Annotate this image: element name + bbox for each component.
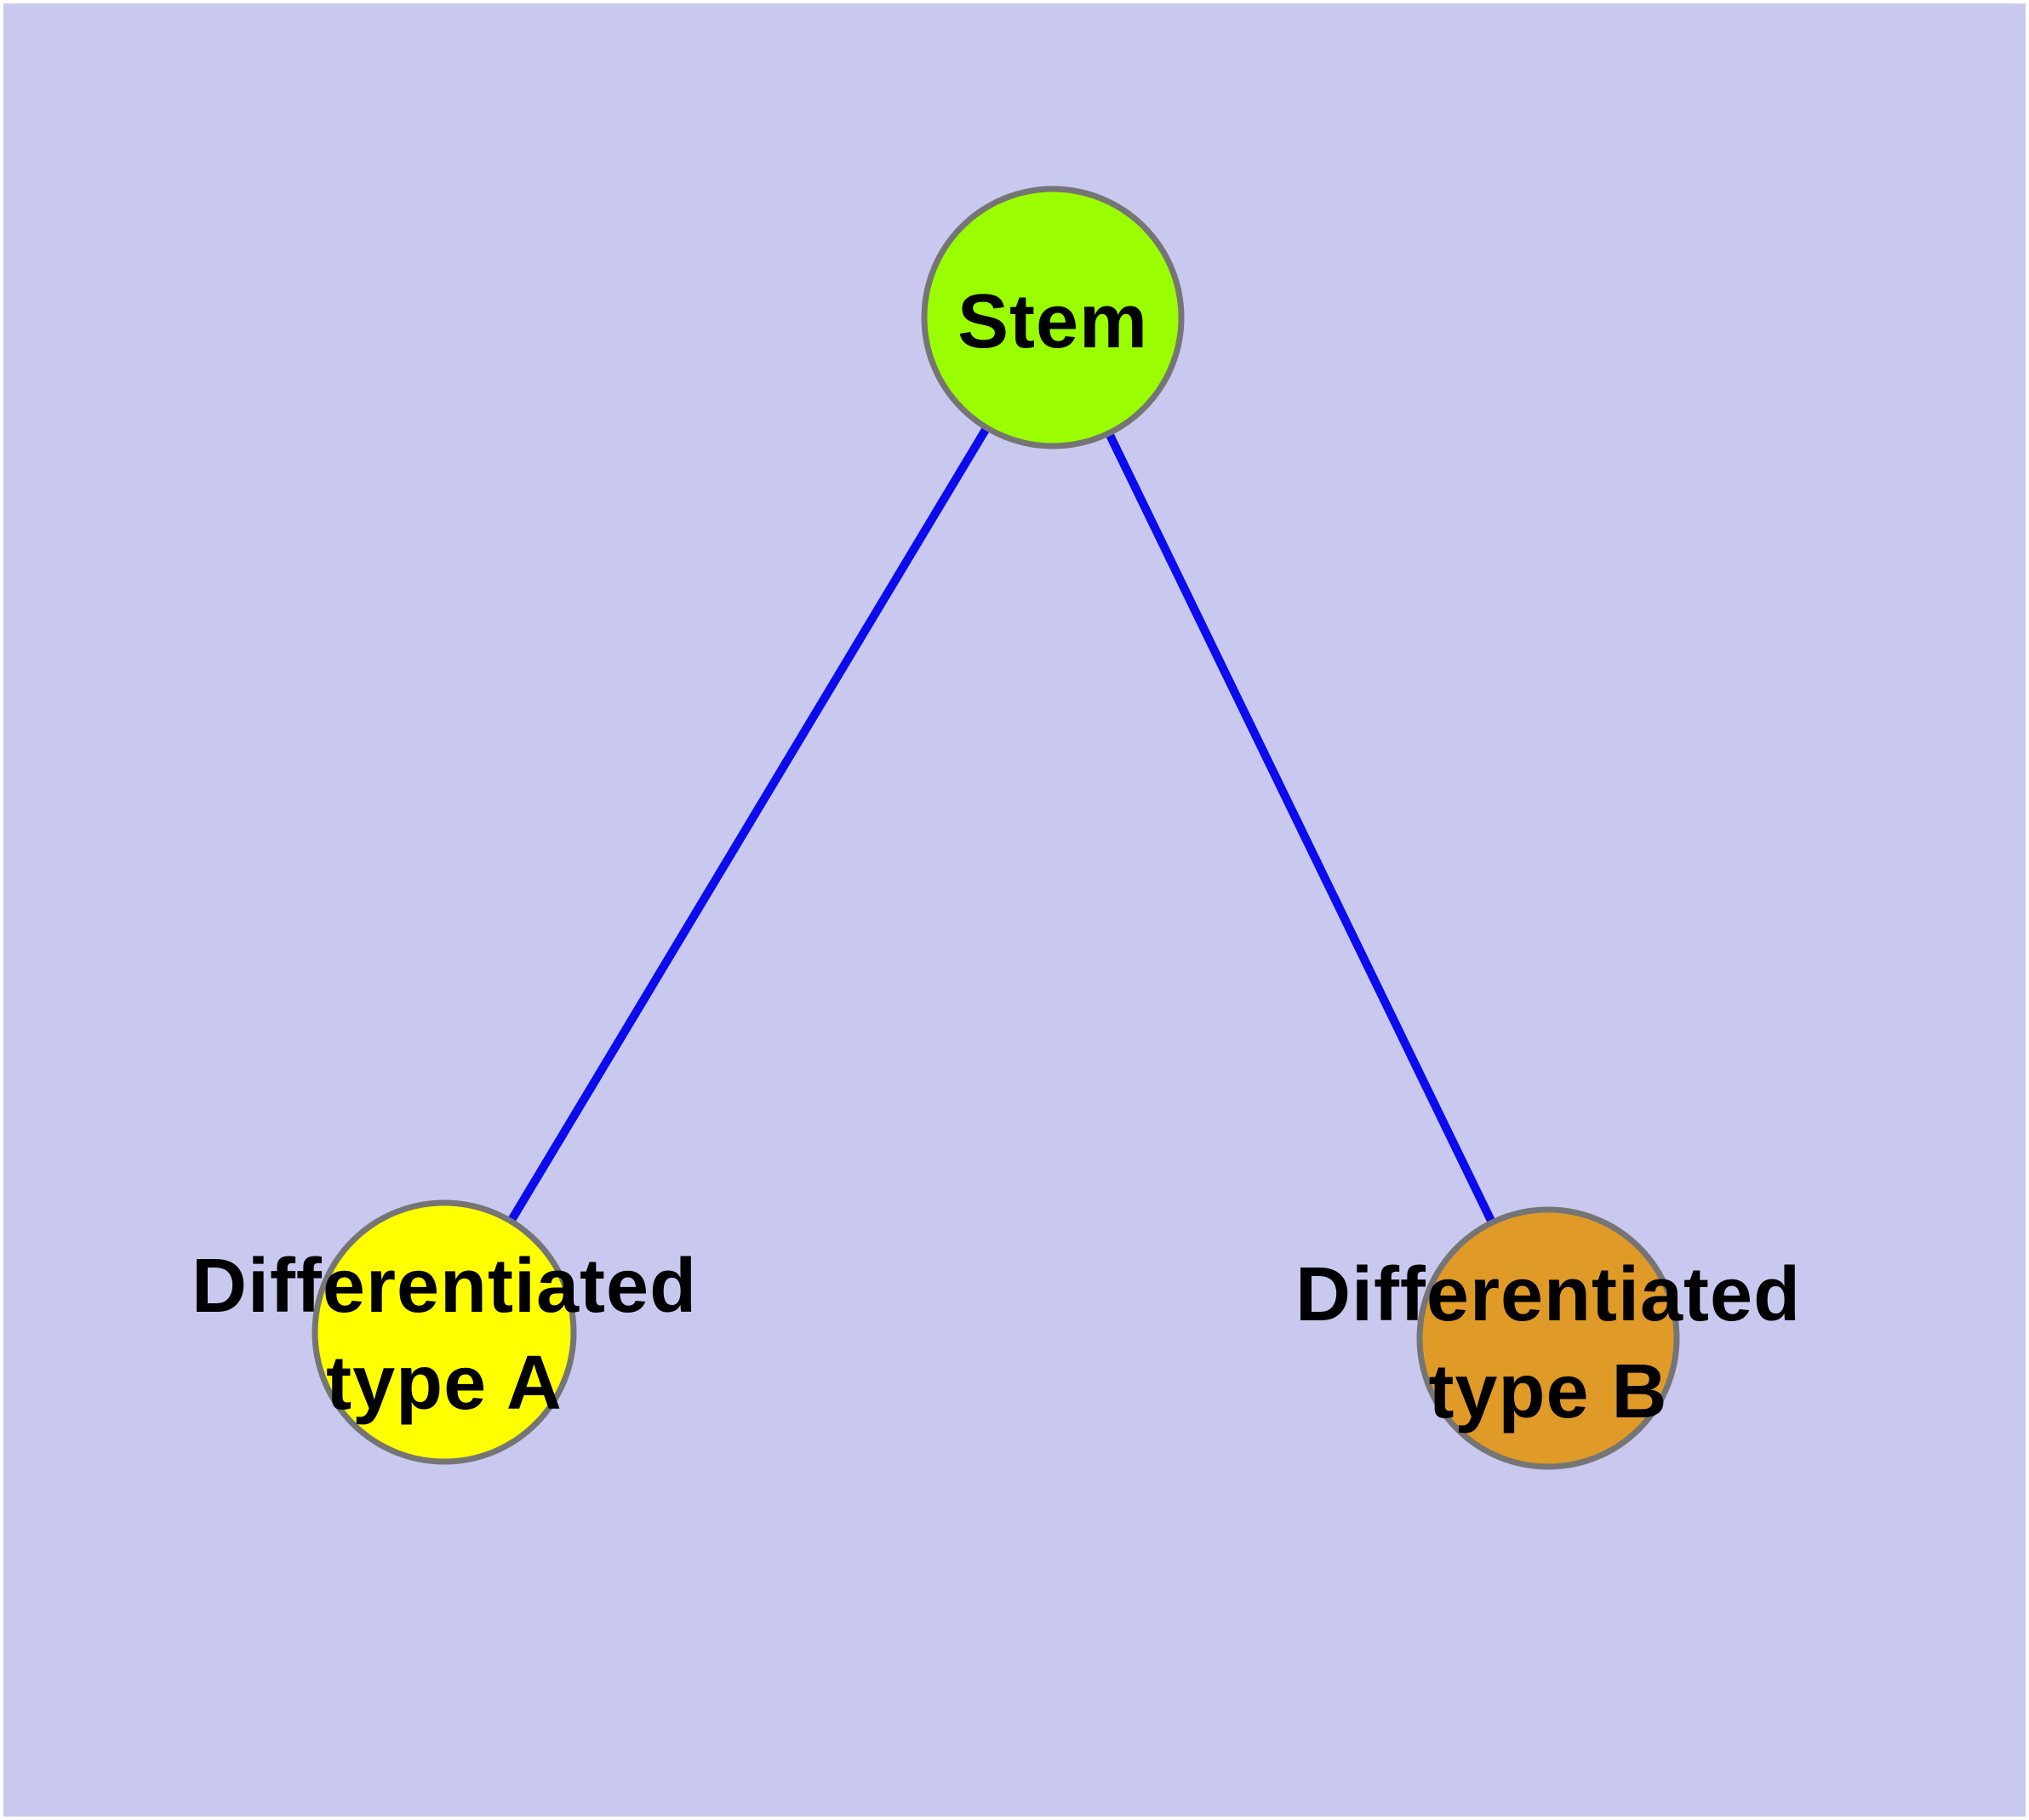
edge-stem-to-type-a [440, 315, 1057, 1335]
node-differentiated-type-a[interactable] [311, 1199, 577, 1465]
node-label-type-b-line2: type B [1428, 1349, 1668, 1434]
node-label-stem: Stem [957, 273, 1148, 370]
node-label-type-a-line2: type A [326, 1341, 563, 1426]
node-label-type-b-line1: Differentiated [1295, 1252, 1802, 1337]
node-label-type-a: Differentiated type A [191, 1238, 697, 1432]
edge-stem-to-type-b [1049, 315, 1552, 1341]
node-label-type-b: Differentiated type B [1295, 1246, 1801, 1440]
node-differentiated-type-b[interactable] [1416, 1206, 1680, 1470]
node-label-stem-text: Stem [957, 279, 1149, 364]
node-label-type-a-line1: Differentiated [191, 1244, 698, 1329]
node-stem[interactable] [921, 186, 1185, 449]
